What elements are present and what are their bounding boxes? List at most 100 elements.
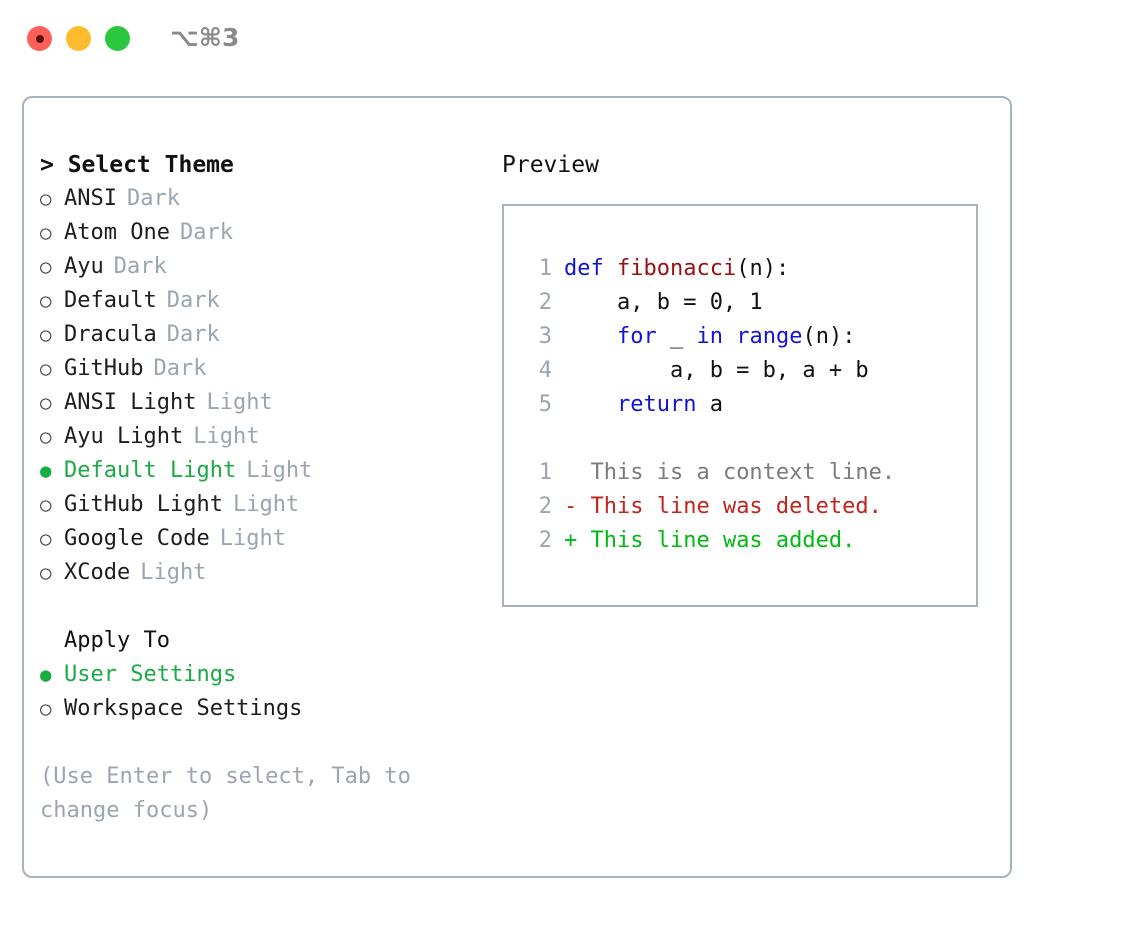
apply-to-option-user-settings[interactable]: ●User Settings — [40, 658, 470, 692]
code-token-plain: (n): — [802, 324, 856, 349]
theme-option-label: GitHub — [64, 356, 144, 381]
theme-option-ayu[interactable]: ○ Ayu Dark — [40, 250, 470, 284]
code-token-kw: in — [696, 324, 723, 349]
theme-option-label: GitHub Light — [64, 492, 223, 517]
theme-option-github[interactable]: ○ GitHub Dark — [40, 352, 470, 386]
theme-option-label: Default Light — [64, 458, 237, 483]
code-line: 2 a, b = 0, 1 — [522, 286, 962, 320]
diff-marker — [564, 456, 577, 490]
diff-marker: + — [564, 528, 578, 553]
diff-lines: 1 This is a context line.2- This line wa… — [522, 456, 962, 558]
close-button[interactable] — [27, 26, 52, 51]
code-token-kw: def — [564, 256, 617, 281]
keyboard-shortcut-label: ⌥⌘3 — [170, 23, 240, 52]
radio-unselected-icon: ○ — [40, 698, 52, 720]
code-token-kw: for — [616, 324, 657, 349]
code-text: return a — [564, 388, 723, 422]
theme-option-label: Dracula — [64, 322, 157, 347]
theme-option-tag: Dark — [179, 220, 233, 245]
line-number: 1 — [538, 460, 552, 485]
apply-to-heading: Apply To — [64, 628, 170, 653]
code-token-plain — [564, 392, 617, 417]
line-number: 5 — [538, 392, 552, 417]
code-token-plain — [564, 324, 617, 349]
section-spacer — [40, 590, 470, 624]
code-blank-line — [522, 422, 962, 456]
radio-unselected-icon: ○ — [40, 426, 52, 448]
code-token-plain: a, b = 0, 1 — [564, 290, 763, 315]
theme-option-tag: Light — [219, 526, 286, 551]
code-token-fn: fibonacci — [616, 256, 737, 281]
diff-line: 1 This is a context line. — [522, 456, 962, 490]
theme-option-tag: Dark — [126, 186, 180, 211]
apply-to-list: ●User Settings ○ Workspace Settings — [40, 658, 470, 726]
radio-unselected-icon: ○ — [40, 188, 52, 210]
theme-option-atom-one[interactable]: ○ Atom One Dark — [40, 216, 470, 250]
theme-option-github-light[interactable]: ○ GitHub Light Light — [40, 488, 470, 522]
diff-marker: - — [564, 494, 578, 519]
theme-option-ansi[interactable]: ○ ANSI Dark — [40, 182, 470, 216]
theme-option-tag: Light — [193, 424, 260, 449]
code-token-kw: return — [616, 392, 697, 417]
code-text: for _ in range(n): — [564, 320, 855, 354]
page-title: > Select Theme — [40, 152, 234, 178]
code-text: a, b = 0, 1 — [564, 286, 763, 320]
theme-option-tag: Light — [232, 492, 300, 517]
code-line: 5 return a — [522, 388, 962, 422]
theme-option-tag: Light — [206, 390, 273, 415]
keyboard-hint: (Use Enter to select, Tab to change focu… — [40, 764, 411, 823]
code-token-plain: a — [696, 392, 723, 417]
maximize-button[interactable] — [105, 26, 130, 51]
radio-unselected-icon: ○ — [40, 494, 52, 516]
diff-text: This line was deleted. — [577, 494, 882, 519]
theme-option-label: ANSI Light — [64, 390, 197, 415]
minimize-button[interactable] — [66, 26, 91, 51]
preview-title: Preview — [502, 152, 599, 178]
code-line: 3 for _ in range(n): — [522, 320, 962, 354]
theme-option-label: ANSI — [64, 186, 117, 211]
line-number: 2 — [538, 528, 552, 553]
theme-option-ansi-light[interactable]: ○ ANSI Light Light — [40, 386, 470, 420]
radio-selected-icon: ● — [40, 664, 52, 686]
code-token-plain — [723, 324, 736, 349]
line-number: 2 — [538, 290, 552, 315]
diff-line: 2 + This line was added. — [522, 524, 962, 558]
theme-option-label: Atom One — [64, 220, 170, 245]
diff-line: 2- This line was deleted. — [522, 490, 962, 524]
apply-to-option-workspace-settings[interactable]: ○ Workspace Settings — [40, 692, 470, 726]
code-line: 4 a, b = b, a + b — [522, 354, 962, 388]
theme-option-default[interactable]: ○ Default Dark — [40, 284, 470, 318]
theme-option-label: Default — [64, 288, 157, 313]
theme-option-ayu-light[interactable]: ○ Ayu Light Light — [40, 420, 470, 454]
radio-unselected-icon: ○ — [40, 358, 52, 380]
radio-unselected-icon: ○ — [40, 392, 52, 414]
theme-option-label: Ayu Light — [64, 424, 184, 449]
theme-option-tag: Dark — [166, 288, 220, 313]
code-token-plain: _ — [656, 324, 697, 349]
theme-option-label: Ayu — [64, 254, 104, 279]
traffic-lights — [27, 26, 130, 51]
theme-option-tag: Dark — [153, 356, 207, 381]
radio-unselected-icon: ○ — [40, 324, 52, 346]
theme-option-tag: Dark — [113, 254, 167, 279]
code-text: a, b = b, a + b — [564, 354, 869, 388]
radio-unselected-icon: ○ — [40, 256, 52, 278]
radio-unselected-icon: ○ — [40, 562, 52, 584]
radio-unselected-icon: ○ — [40, 222, 52, 244]
radio-unselected-icon: ○ — [40, 290, 52, 312]
apply-to-option-label: Workspace Settings — [64, 696, 303, 721]
title-bar: ⌥⌘3 — [0, 0, 1140, 78]
diff-text: This line was added. — [577, 528, 856, 553]
